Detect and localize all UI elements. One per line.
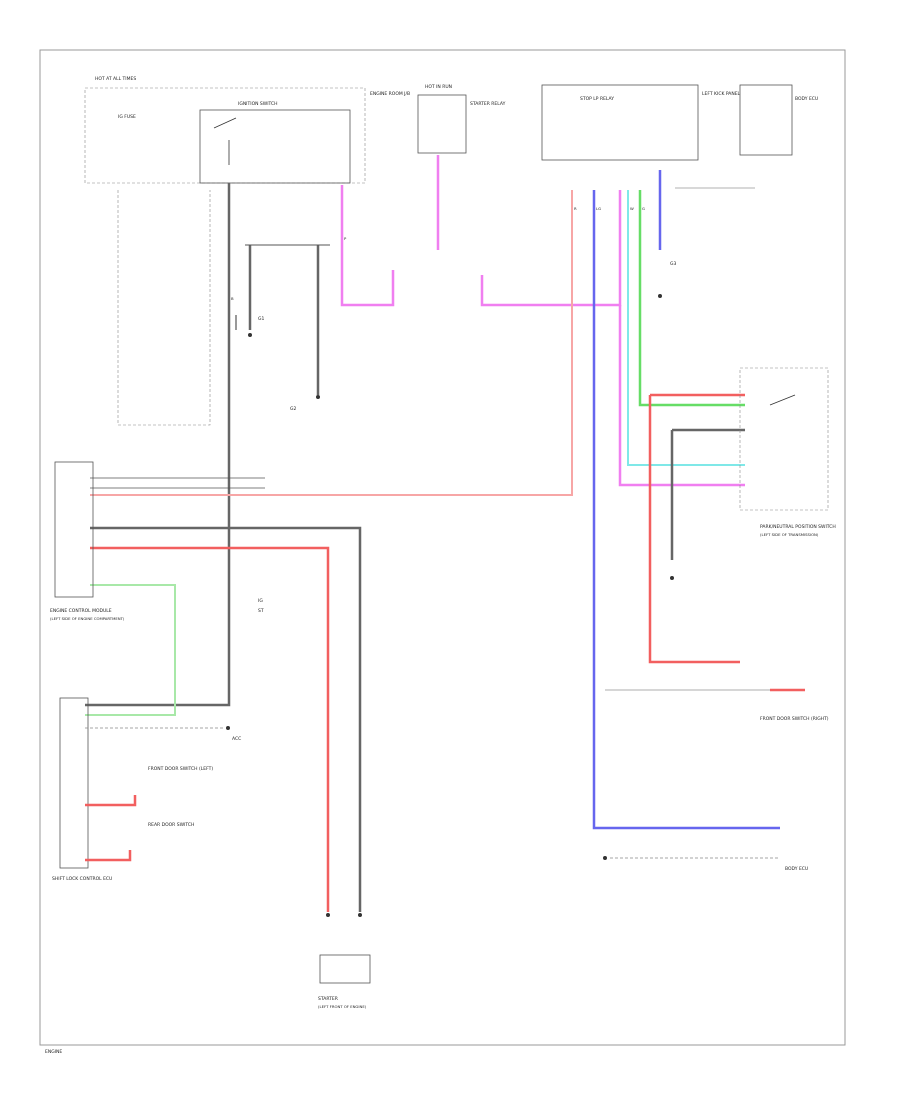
green-wire — [638, 190, 745, 407]
ground-g2-connector — [316, 395, 320, 399]
top-right-fuse-box — [739, 84, 793, 156]
ground-g3-connector — [658, 294, 662, 298]
tag-p-1: P — [344, 236, 347, 241]
neutral-switch-box — [739, 367, 829, 511]
neutral-switch-label: PARK/NEUTRAL POSITION SWITCH — [760, 524, 836, 530]
blue-wire — [592, 190, 780, 830]
shift-lock-connector — [226, 726, 230, 730]
ecm-box — [54, 461, 94, 598]
cyan-wire — [627, 190, 745, 466]
legend-ig: IG — [258, 598, 263, 604]
tag-lg: LG — [596, 206, 601, 211]
starter-box — [319, 954, 371, 984]
shift-lock-label: SHIFT LOCK CONTROL ECU — [52, 876, 112, 882]
door-ground-connector — [603, 856, 607, 860]
tag-g: G — [642, 206, 645, 211]
gray-wire-main — [85, 183, 231, 707]
engine-room-jb-label: ENGINE ROOM J/B — [370, 91, 410, 97]
pink-wire-4 — [618, 305, 745, 487]
door-switch-lf-label: FRONT DOOR SWITCH (LEFT) — [148, 766, 213, 772]
ecm-location-label: (LEFT SIDE OF ENGINE COMPARTMENT) — [50, 616, 125, 621]
door-switch-rr-label: REAR DOOR SWITCH — [148, 822, 194, 828]
body-ecu-label: BODY ECU — [785, 866, 808, 872]
green-wire-shift — [85, 584, 176, 716]
tag-r: R — [574, 206, 577, 211]
red-wire-right — [648, 395, 740, 664]
starter-connector-1 — [326, 913, 330, 917]
ecm-label: ENGINE CONTROL MODULE — [50, 608, 112, 614]
neutral-switch-contact — [769, 394, 796, 406]
starter-connector-2 — [358, 913, 362, 917]
red-wire-door-rr — [85, 850, 132, 862]
red-wire-starter — [90, 546, 330, 912]
pink-wire-3 — [480, 190, 622, 307]
tag-w: W — [630, 206, 634, 211]
ground-g1-connector — [248, 333, 252, 337]
starter-relay-box — [417, 94, 467, 154]
acc-label: ACC — [232, 736, 241, 742]
pink-wire-1 — [340, 185, 395, 307]
ground-g2-label: G2 — [290, 406, 296, 412]
door-switch-rf-label: FRONT DOOR SWITCH (RIGHT) — [760, 716, 829, 722]
hot-at-all-label: HOT AT ALL TIMES — [95, 76, 136, 82]
ground-g3-label: G3 — [670, 261, 676, 267]
starter-location: (LEFT FRONT OF ENGINE) — [318, 1004, 367, 1009]
gray-wire-starter — [90, 526, 362, 912]
starter-relay-label: STARTER RELAY — [470, 101, 506, 107]
dashed-return-wire — [117, 190, 211, 426]
switch-contact-1 — [213, 117, 237, 129]
red-wire-ecm — [90, 190, 573, 496]
footer-label: ENGINE — [45, 1049, 62, 1055]
red-wire-door-lf — [85, 795, 137, 807]
body-ecu-top-label: BODY ECU — [795, 96, 818, 102]
stop-relay-box — [541, 84, 699, 161]
engine-room-jb-box — [84, 87, 366, 184]
neutral-ground-connector — [670, 576, 674, 580]
ignition-switch-box — [199, 109, 351, 184]
diagram-frame — [39, 49, 846, 1046]
ignition-switch-label: IGNITION SWITCH — [238, 101, 278, 107]
hot-in-run-label: HOT IN RUN — [425, 84, 452, 90]
shift-lock-box — [59, 697, 89, 869]
neutral-switch-location: (LEFT SIDE OF TRANSMISSION) — [760, 532, 819, 537]
left-kick-label: LEFT KICK PANEL — [702, 91, 741, 97]
legend-st: ST — [258, 608, 264, 614]
ground-g1-label: G1 — [258, 316, 264, 322]
ig-fuse-label: IG FUSE — [118, 114, 136, 120]
starter-label: STARTER — [318, 996, 338, 1002]
stop-relay-label: STOP LP RELAY — [580, 96, 614, 102]
tag-b: B — [231, 296, 234, 301]
